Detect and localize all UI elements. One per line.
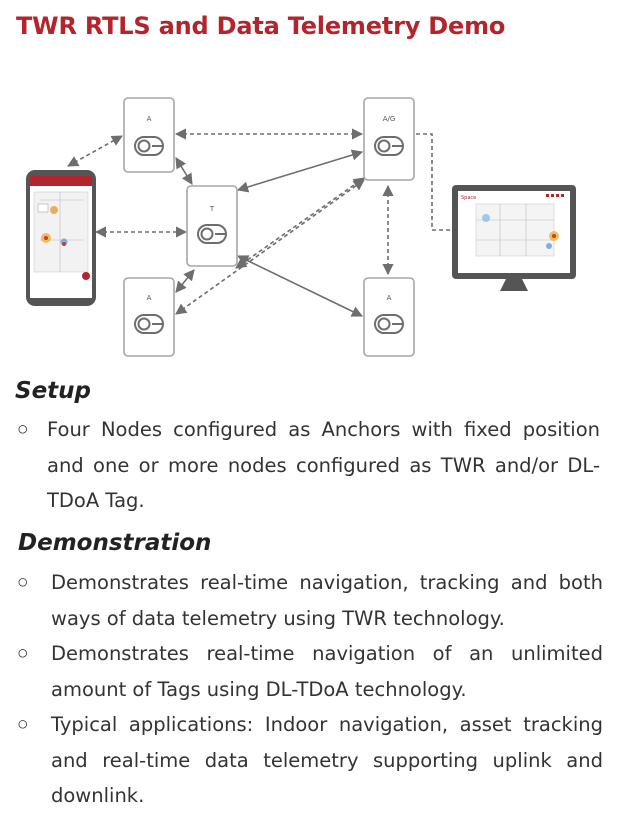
bullet-icon: ○ [17,714,29,735]
page-title: TWR RTLS and Data Telemetry Demo [16,12,506,40]
monitor-icon: Space [452,185,576,291]
bullet-icon: ○ [17,572,29,593]
demonstration-list: ○ Demonstrates real-time navigation, tra… [0,565,619,814]
link-tag-tr [235,177,365,269]
node-label: A [387,294,392,302]
demonstration-heading: Demonstration [18,530,212,556]
list-item-text: Demonstrates real-time navigation, track… [51,571,603,630]
list-item-text: Four Nodes configured as Anchors with fi… [47,418,600,512]
link-tag-bl [175,269,195,293]
node-label: A/G [383,115,396,123]
list-item: ○ Typical applications: Indoor navigatio… [0,707,619,814]
link-tl-tag [175,157,193,185]
link-tag-br [236,255,364,317]
node-label: A [147,294,152,302]
anchor-node-bottom-left: A [123,277,175,357]
tag-node-center: T [186,185,238,267]
list-item: ○ Demonstrates real-time navigation of a… [0,636,619,707]
anchor-node-top-right: A/G [363,97,415,181]
node-label: A [147,115,152,123]
setup-list: ○ Four Nodes configured as Anchors with … [0,412,619,519]
setup-heading: Setup [15,378,91,404]
node-label: T [209,205,215,213]
monitor-header: Space [461,195,476,201]
link-bl-tr [175,179,365,315]
list-item: ○ Demonstrates real-time navigation, tra… [0,565,619,636]
list-item-text: Typical applications: Indoor navigation,… [51,713,603,807]
arrow-links [67,128,452,317]
bullet-icon: ○ [17,419,29,440]
list-item-text: Demonstrates real-time navigation of an … [51,642,603,701]
phone-icon [26,170,96,306]
link-tag-tr-solid [236,149,364,193]
list-item: ○ Four Nodes configured as Anchors with … [0,412,619,519]
link-tr-monitor [416,133,452,231]
rtls-diagram: A A/G T A A [26,97,576,357]
bullet-icon: ○ [17,643,29,664]
link-phone-anchor-tl [67,135,123,167]
anchor-node-bottom-right: A [363,277,415,357]
anchor-node-top-left: A [123,97,175,173]
